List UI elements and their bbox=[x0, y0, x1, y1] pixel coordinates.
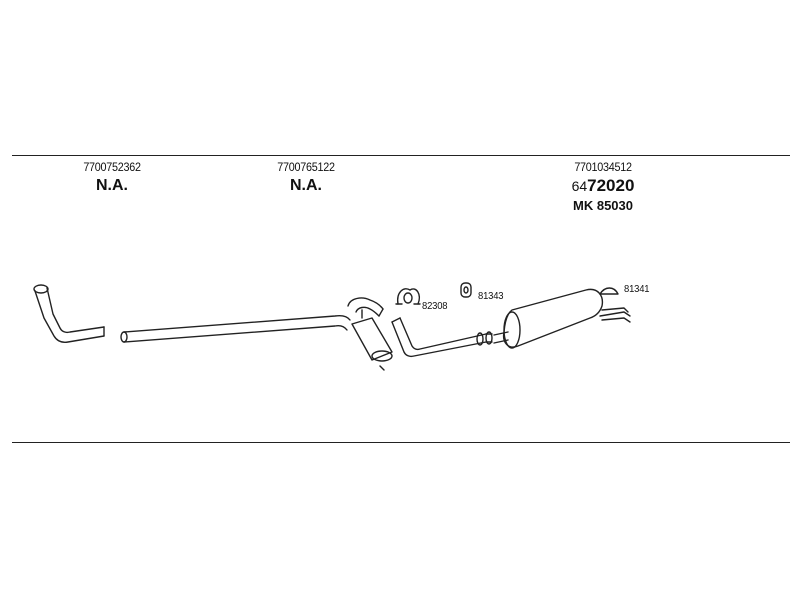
part-label-hanger: 81341 bbox=[624, 283, 650, 295]
intermediate-pipe-drawing bbox=[120, 314, 351, 343]
hanger-drawing bbox=[599, 287, 619, 295]
rubber-mount-drawing bbox=[460, 282, 472, 298]
column-front-pipe: 7700752362 N.A. bbox=[64, 161, 160, 194]
part-number: 7700765122 bbox=[277, 160, 335, 174]
availability-status: N.A. bbox=[96, 177, 128, 194]
catalog-code-main: 72020 bbox=[587, 176, 635, 195]
part-number: 7700752362 bbox=[83, 160, 141, 174]
part-label-clamp: 82308 bbox=[422, 300, 448, 312]
catalog-code-prefix: 64 bbox=[571, 178, 588, 194]
column-rear-silencer: 7701034512 6472020 MK 85030 bbox=[548, 161, 658, 212]
front-pipe-drawing bbox=[33, 284, 105, 343]
catalog-code: 6472020 bbox=[548, 177, 658, 195]
top-divider bbox=[12, 155, 790, 156]
middle-silencer-drawing bbox=[347, 297, 393, 371]
bottom-divider bbox=[12, 442, 790, 443]
rear-silencer-drawing bbox=[502, 288, 631, 349]
mounting-kit-label: MK bbox=[573, 198, 594, 213]
availability-status: N.A. bbox=[290, 177, 322, 194]
column-middle-silencer: 7700765122 N.A. bbox=[258, 161, 354, 194]
part-label-rubber-mount: 81343 bbox=[478, 290, 504, 302]
mounting-kit: MK 85030 bbox=[548, 199, 658, 212]
mounting-kit-number: 85030 bbox=[596, 198, 633, 213]
clamp-drawing bbox=[395, 288, 421, 305]
part-number: 7701034512 bbox=[574, 160, 632, 174]
rear-pipe-drawing bbox=[391, 317, 509, 358]
